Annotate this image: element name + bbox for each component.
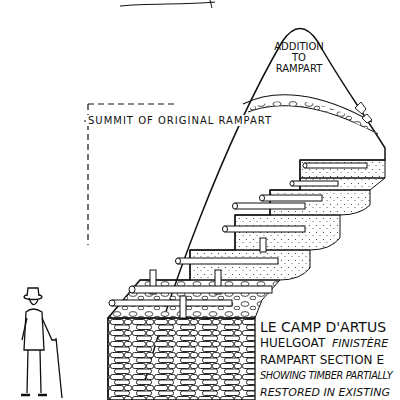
- caption-note: SHOWING TIMBER PARTIALLY: [258, 371, 394, 382]
- caption-place: HUELGOAT: [258, 337, 327, 350]
- level-label: SUMMIT OF ORIGINAL RAMPART: [86, 115, 274, 126]
- caption-note: RESTORED IN EXISTING: [258, 387, 392, 399]
- caption-title: LE CAMP D'ARTUS: [258, 320, 388, 335]
- caption-section: RAMPART SECTION E: [258, 354, 386, 367]
- caption-region: FINISTÈRE: [330, 338, 390, 350]
- rampart-part-label: ADDITION TO RAMPART: [268, 41, 330, 74]
